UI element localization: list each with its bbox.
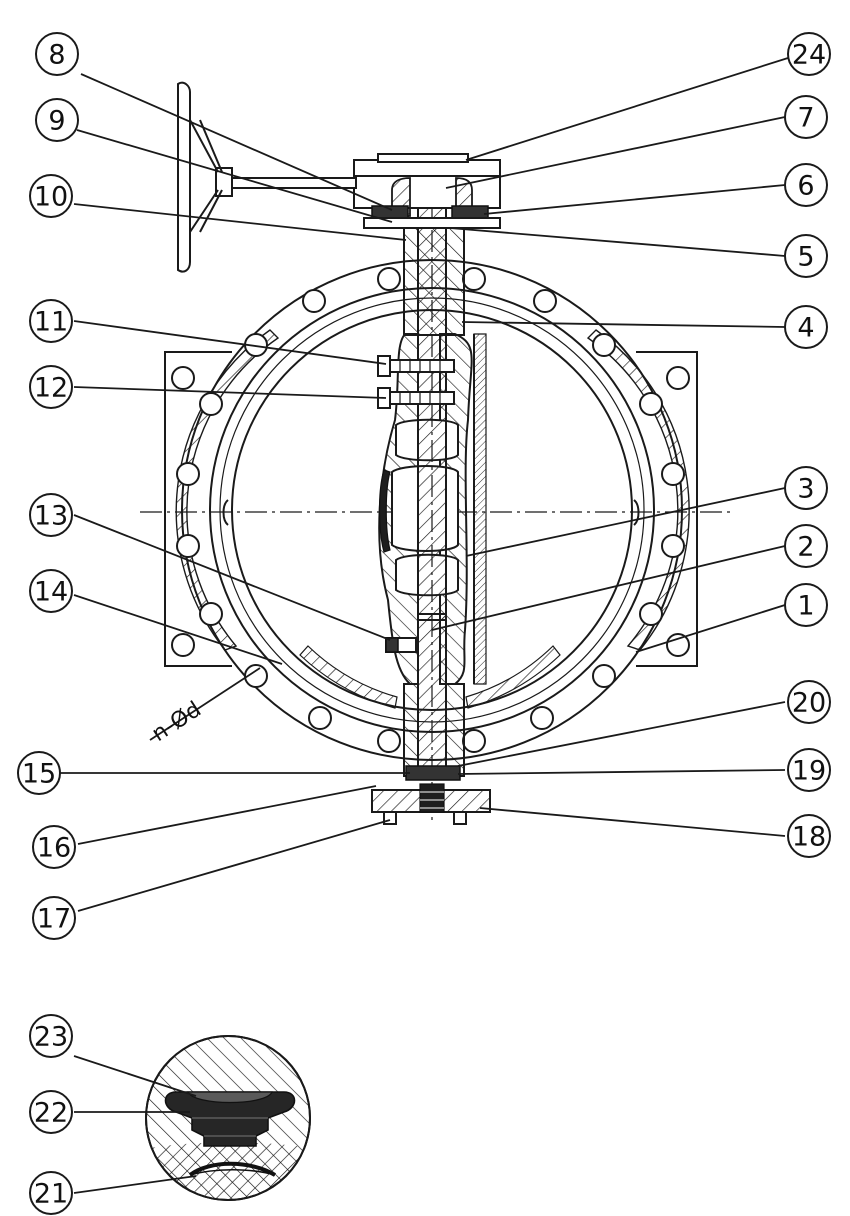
gearbox: [177, 81, 501, 273]
svg-text:10: 10: [34, 182, 68, 213]
svg-text:23: 23: [34, 1022, 68, 1053]
callout-22: 22: [29, 1090, 73, 1134]
callout-2: 2: [784, 524, 828, 568]
svg-text:24: 24: [792, 40, 826, 71]
callout-1: 1: [784, 583, 828, 627]
bolt-hole-annotation: n-Ød: [148, 697, 206, 747]
callout-19: 19: [787, 748, 831, 792]
callout-4: 4: [784, 305, 828, 349]
callout-6: 6: [784, 163, 828, 207]
callout-14: 14: [29, 569, 73, 613]
svg-text:12: 12: [34, 373, 68, 404]
svg-text:17: 17: [37, 904, 71, 935]
svg-text:7: 7: [797, 103, 814, 134]
leader-lines: [60, 57, 789, 1194]
svg-text:20: 20: [792, 688, 826, 719]
svg-text:15: 15: [22, 759, 56, 790]
svg-text:1: 1: [797, 591, 814, 622]
svg-text:14: 14: [34, 577, 68, 608]
callout-7: 7: [784, 95, 828, 139]
callout-10: 10: [29, 174, 73, 218]
callout-3: 3: [784, 466, 828, 510]
svg-text:21: 21: [34, 1179, 68, 1210]
svg-text:4: 4: [797, 313, 814, 344]
callout-11: 11: [29, 299, 73, 343]
callout-9: 9: [35, 98, 79, 142]
svg-text:16: 16: [37, 833, 71, 864]
callout-20: 20: [787, 680, 831, 724]
svg-text:11: 11: [34, 307, 68, 338]
svg-text:3: 3: [797, 474, 814, 505]
svg-text:9: 9: [48, 106, 65, 137]
svg-text:13: 13: [34, 501, 68, 532]
callout-12: 12: [29, 365, 73, 409]
callout-8: 8: [35, 32, 79, 76]
svg-text:2: 2: [797, 532, 814, 563]
callout-15: 15: [17, 751, 61, 795]
callout-23: 23: [29, 1014, 73, 1058]
detail-view-seal: [145, 1035, 311, 1201]
svg-text:6: 6: [797, 171, 814, 202]
callout-21: 21: [29, 1171, 73, 1215]
callout-16: 16: [32, 825, 76, 869]
svg-text:22: 22: [34, 1098, 68, 1129]
svg-text:18: 18: [792, 822, 826, 853]
callout-13: 13: [29, 493, 73, 537]
svg-text:5: 5: [797, 242, 814, 273]
callout-5: 5: [784, 234, 828, 278]
svg-text:19: 19: [792, 756, 826, 787]
callout-17: 17: [32, 896, 76, 940]
callout-18: 18: [787, 814, 831, 858]
svg-text:8: 8: [48, 40, 65, 71]
callout-24: 24: [787, 32, 831, 76]
bolt-holes: [171, 267, 690, 753]
